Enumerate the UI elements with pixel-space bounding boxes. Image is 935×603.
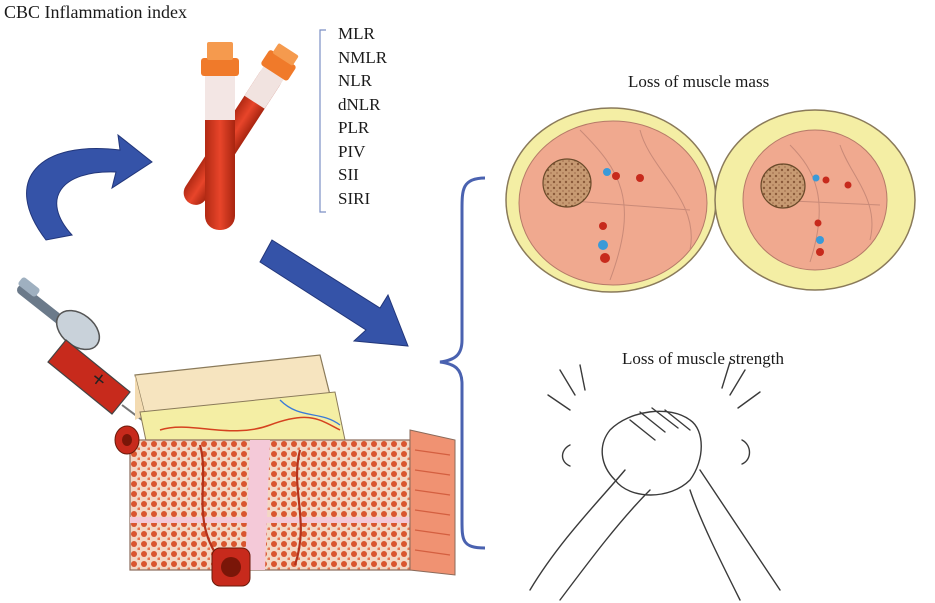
index-item-nlr: NLR bbox=[338, 71, 372, 90]
tissue-block-illustration bbox=[114, 354, 456, 587]
index-item-plr: PLR bbox=[338, 118, 370, 137]
index-item-sii: SII bbox=[338, 165, 359, 184]
index-list: MLR NMLR NLR dNLR PLR PIV SII SIRI bbox=[338, 22, 387, 210]
index-item-piv: PIV bbox=[338, 141, 366, 161]
arm-wrestling-icon bbox=[529, 361, 781, 601]
outcome-brace bbox=[439, 176, 486, 550]
muscle-mass-label: Loss of muscle mass bbox=[628, 72, 770, 91]
curved-arrow-icon bbox=[26, 133, 153, 241]
index-item-siri: SIRI bbox=[338, 188, 371, 208]
blood-tube-icon bbox=[183, 42, 299, 230]
index-item-dnlr: dNLR bbox=[338, 94, 381, 114]
muscle-cross-section-atrophy bbox=[714, 109, 916, 291]
index-item-nmlr: NMLR bbox=[338, 47, 388, 67]
diagram-title: CBC Inflammation index bbox=[4, 2, 187, 22]
index-bracket bbox=[319, 29, 326, 213]
index-item-mlr: MLR bbox=[338, 24, 375, 43]
diagonal-arrow-icon bbox=[259, 239, 409, 347]
muscle-cross-section-normal bbox=[505, 107, 717, 293]
syringe-icon: + bbox=[17, 277, 159, 433]
muscle-strength-label: Loss of muscle strength bbox=[622, 349, 784, 368]
